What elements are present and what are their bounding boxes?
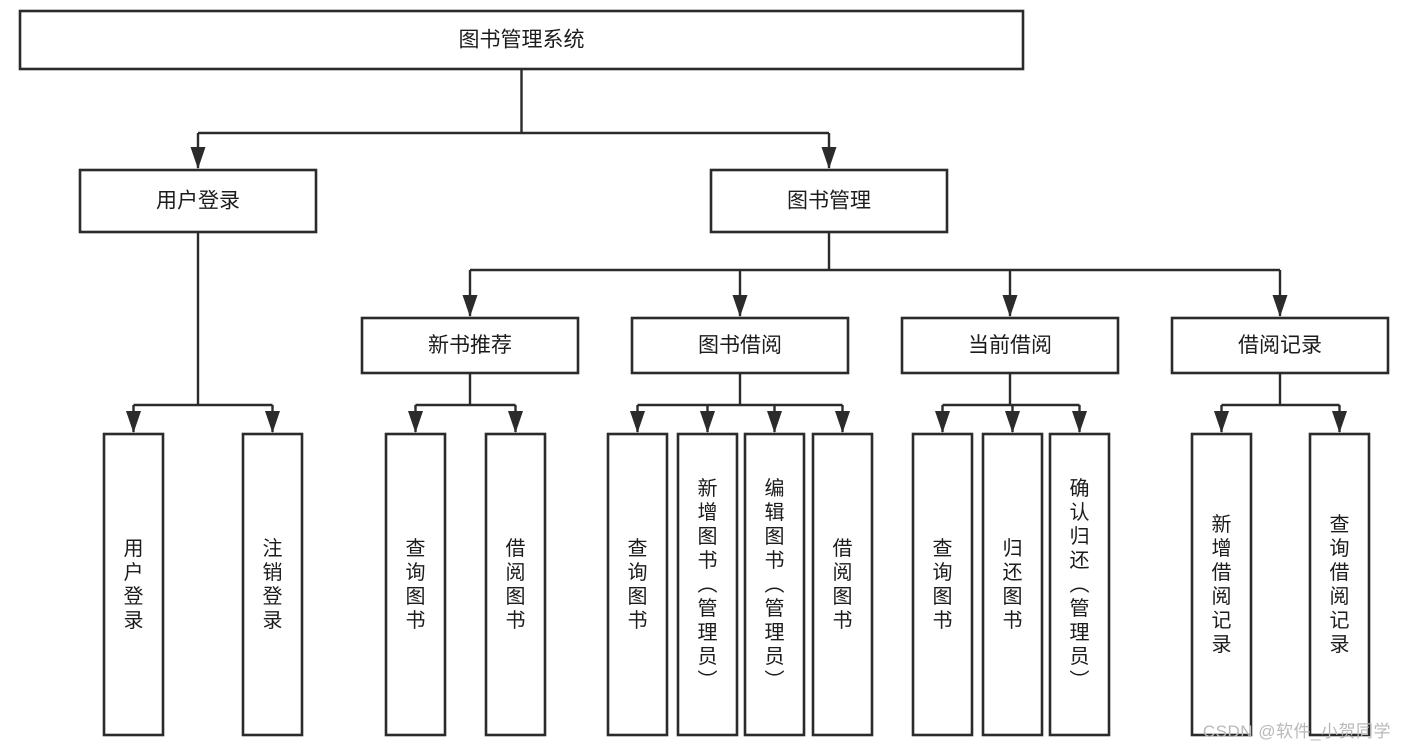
arrow-head-icon — [700, 411, 715, 433]
arrow-head-icon — [630, 411, 645, 433]
arrow-head-icon — [1072, 411, 1087, 433]
node-leaf-query-borrow-record[interactable]: 查询借阅记录 — [1308, 432, 1371, 737]
arrow-head-icon — [126, 411, 141, 433]
node-box — [241, 432, 304, 737]
node-root[interactable]: 图书管理系统 — [18, 9, 1025, 71]
node-box — [630, 316, 850, 375]
node-label: 查询借阅记录 — [1330, 513, 1350, 656]
node-label: 新增借阅记录 — [1212, 513, 1232, 656]
node-box — [484, 432, 547, 737]
node-box — [900, 316, 1120, 375]
arrow-head-icon — [935, 411, 950, 433]
arrow-head-icon — [1214, 411, 1229, 433]
node-label: 借阅图书 — [506, 537, 526, 632]
node-label: 图书管理 — [787, 190, 871, 213]
node-leaf-confirm-return-admin[interactable]: 确认归还︵管理员︶ — [1048, 432, 1111, 737]
node-leaf-query-book-borrow[interactable]: 查询图书 — [606, 432, 669, 737]
arrow-head-icon — [835, 411, 850, 433]
node-box — [743, 432, 806, 737]
node-box — [676, 432, 739, 737]
node-label: 图书管理系统 — [459, 29, 585, 52]
arrow-head-icon — [821, 147, 837, 169]
node-box — [811, 432, 874, 737]
node-box — [981, 432, 1044, 737]
node-layer: 图书管理系统用户登录图书管理新书推荐图书借阅当前借阅借阅记录用户登录注销登录查询… — [18, 9, 1390, 737]
node-label: 新增图书︵管理员︶ — [698, 477, 718, 692]
connector-layer — [126, 69, 1347, 433]
node-label: 当前借阅 — [968, 334, 1052, 357]
arrow-head-icon — [408, 411, 423, 433]
arrow-head-icon — [462, 295, 478, 317]
node-box — [102, 432, 165, 737]
node-leaf-query-book-current[interactable]: 查询图书 — [911, 432, 974, 737]
node-box — [606, 432, 669, 737]
node-leaf-logout[interactable]: 注销登录 — [241, 432, 304, 737]
arrow-head-icon — [767, 411, 782, 433]
node-box — [1170, 316, 1390, 375]
node-leaf-edit-book-admin[interactable]: 编辑图书︵管理员︶ — [743, 432, 806, 737]
node-new-book-recommend[interactable]: 新书推荐 — [360, 316, 580, 375]
arrow-head-icon — [190, 147, 206, 169]
node-book-management[interactable]: 图书管理 — [709, 168, 949, 234]
node-box — [384, 432, 447, 737]
node-label: 归还图书 — [1003, 537, 1023, 632]
arrow-head-icon — [1005, 411, 1020, 433]
node-box — [18, 9, 1025, 71]
node-leaf-return-book[interactable]: 归还图书 — [981, 432, 1044, 737]
node-box — [911, 432, 974, 737]
node-label: 新书推荐 — [428, 334, 512, 357]
node-book-borrow[interactable]: 图书借阅 — [630, 316, 850, 375]
watermark-text: CSDN @软件_小贺同学 — [1202, 722, 1391, 741]
node-label: 用户登录 — [156, 190, 240, 213]
node-label: 查询图书 — [933, 537, 953, 632]
node-label: 查询图书 — [628, 537, 648, 632]
node-box — [78, 168, 318, 234]
node-label: 用户登录 — [124, 538, 144, 632]
arrow-head-icon — [732, 295, 748, 317]
node-box — [1308, 432, 1371, 737]
node-label: 注销登录 — [263, 537, 283, 632]
node-label: 编辑图书︵管理员︶ — [765, 477, 785, 692]
arrow-head-icon — [1272, 295, 1288, 317]
arrow-head-icon — [508, 411, 523, 433]
node-box — [1048, 432, 1111, 737]
node-box — [360, 316, 580, 375]
node-leaf-query-book-new[interactable]: 查询图书 — [384, 432, 447, 737]
arrow-head-icon — [265, 411, 280, 433]
node-leaf-add-book-admin[interactable]: 新增图书︵管理员︶ — [676, 432, 739, 737]
node-label: 查询图书 — [406, 537, 426, 632]
node-leaf-add-borrow-record[interactable]: 新增借阅记录 — [1190, 432, 1253, 737]
node-borrow-record[interactable]: 借阅记录 — [1170, 316, 1390, 375]
node-user-login[interactable]: 用户登录 — [78, 168, 318, 234]
node-box — [709, 168, 949, 234]
node-leaf-user-login[interactable]: 用户登录 — [102, 432, 165, 737]
node-box — [1190, 432, 1253, 737]
node-label: 借阅记录 — [1238, 334, 1322, 357]
arrow-head-icon — [1332, 411, 1347, 433]
node-label: 图书借阅 — [698, 334, 782, 357]
node-leaf-borrow-book-new[interactable]: 借阅图书 — [484, 432, 547, 737]
node-label: 确认归还︵管理员︶ — [1070, 477, 1090, 692]
arrow-head-icon — [1002, 295, 1018, 317]
node-leaf-borrow-book[interactable]: 借阅图书 — [811, 432, 874, 737]
node-label: 借阅图书 — [833, 537, 853, 632]
node-current-borrow[interactable]: 当前借阅 — [900, 316, 1120, 375]
